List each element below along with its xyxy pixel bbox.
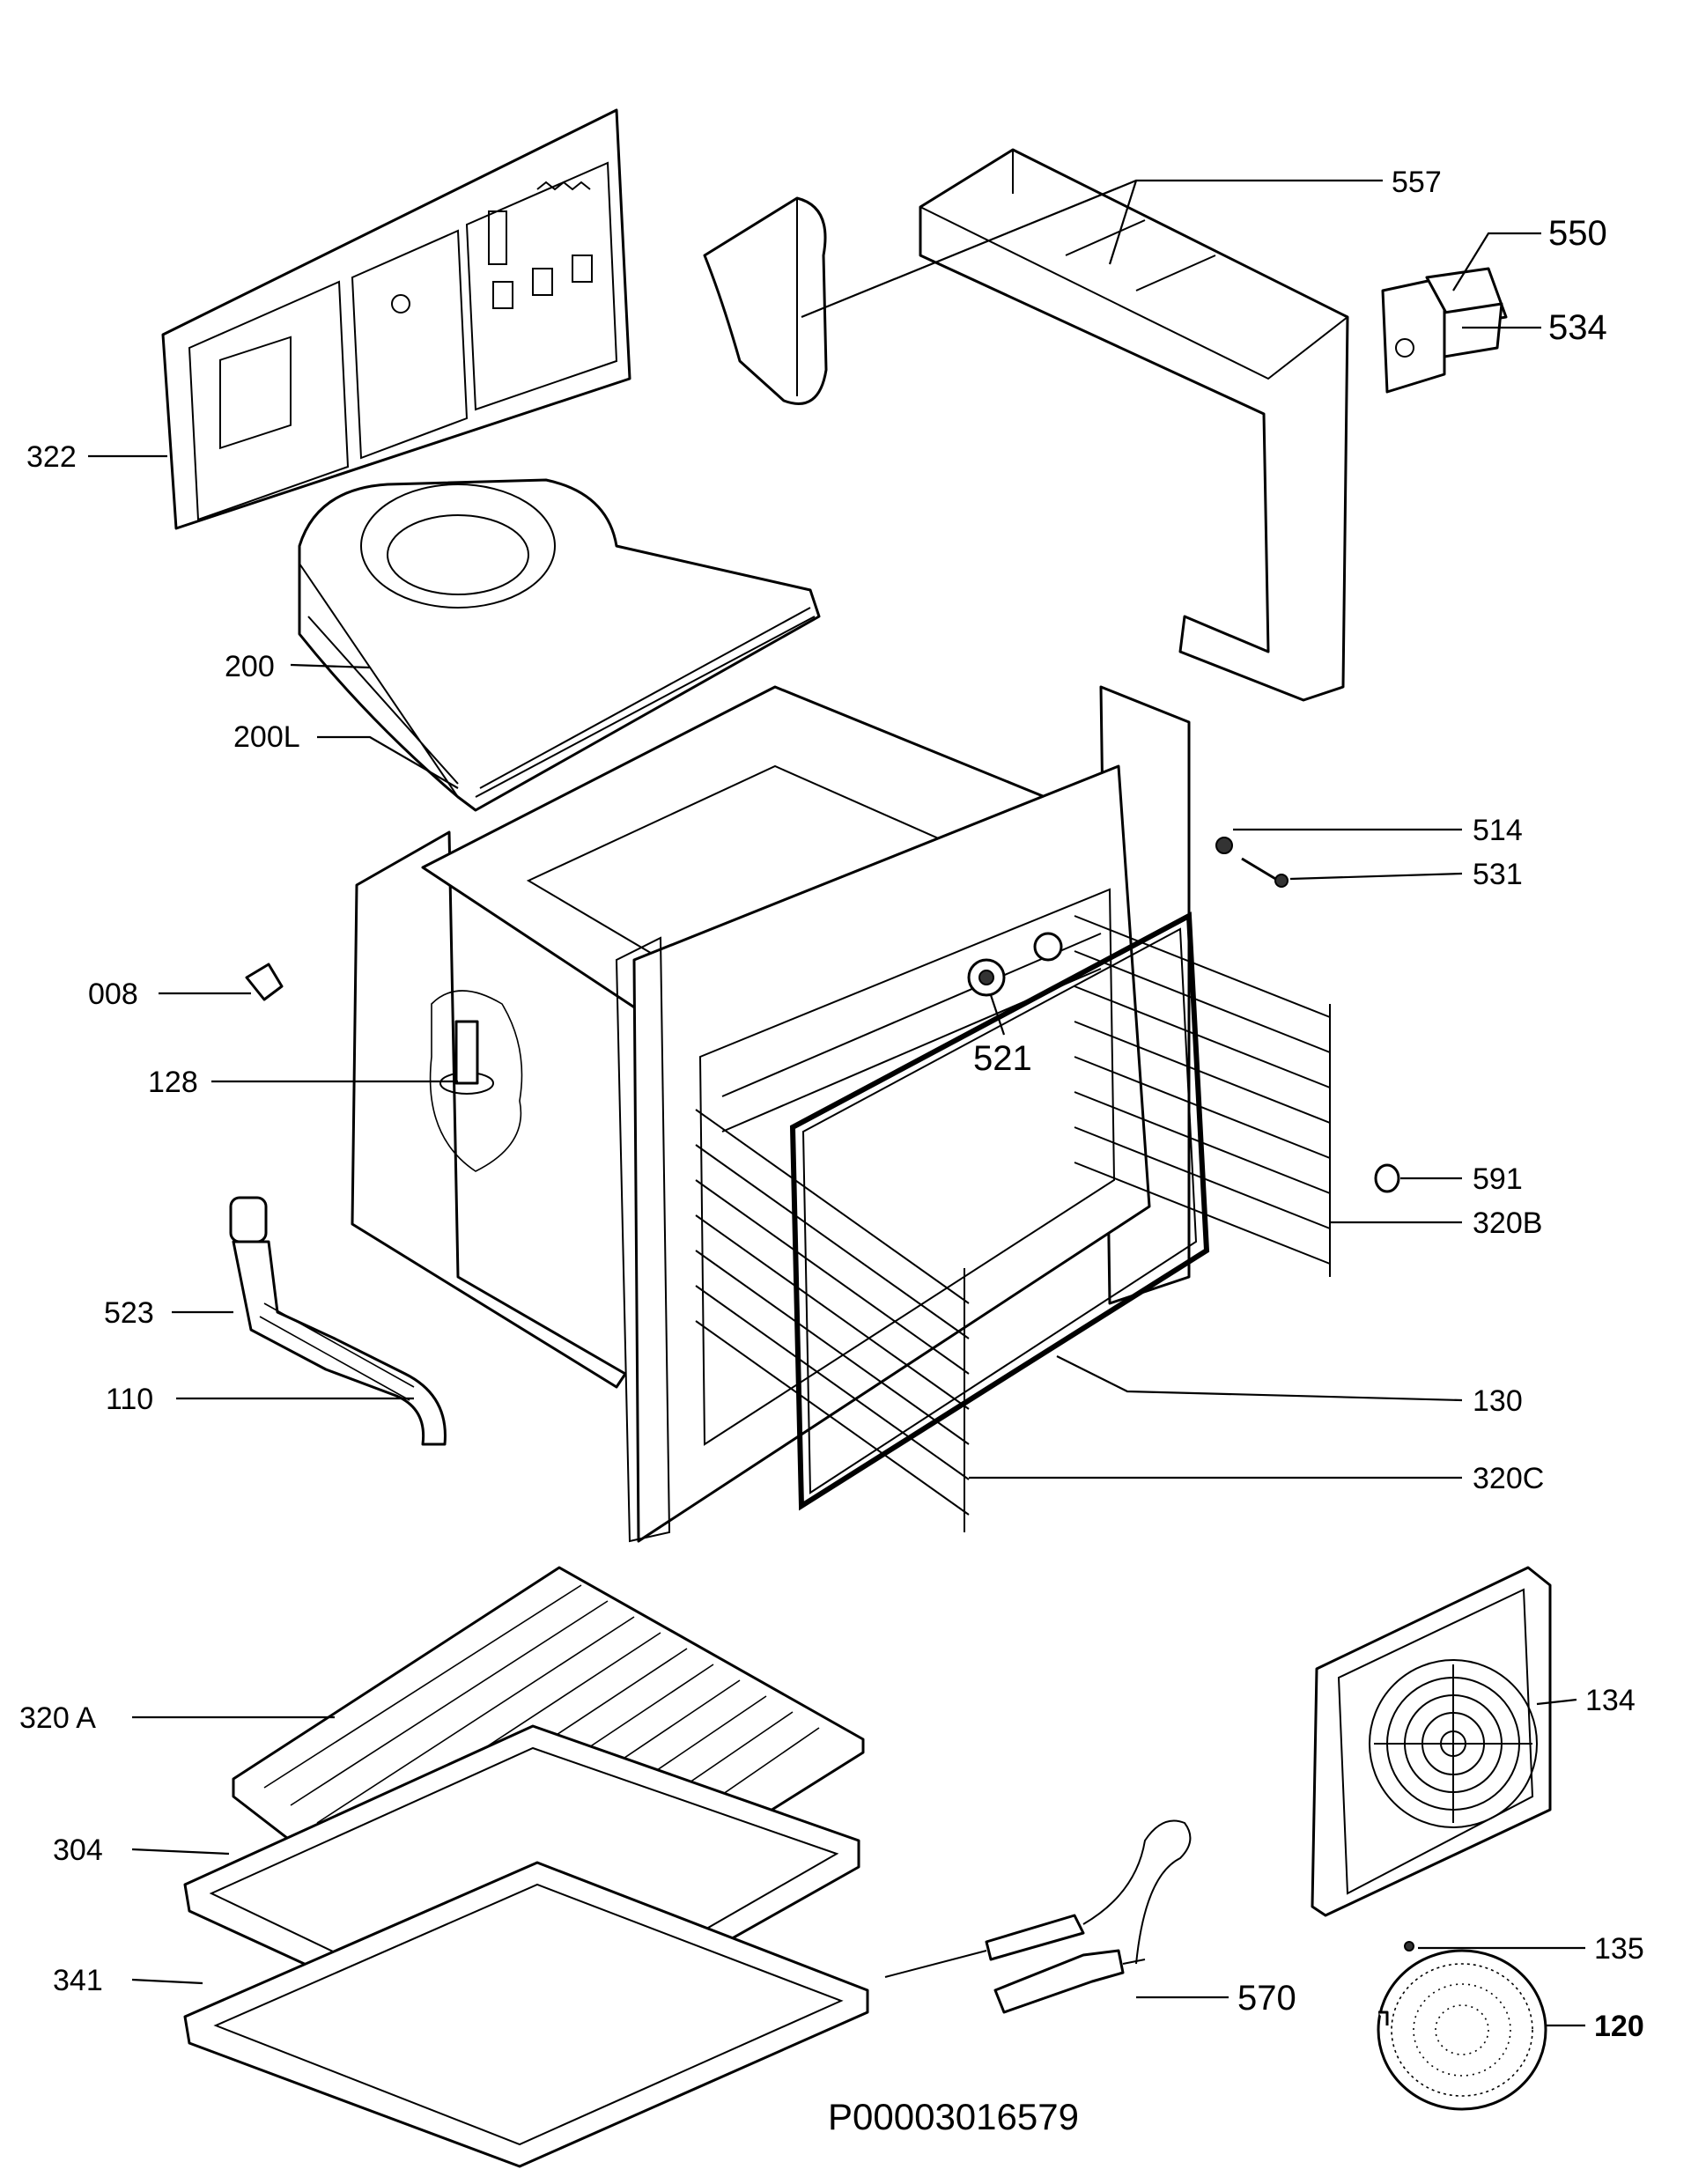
label-591: 591: [1473, 1162, 1523, 1196]
label-550: 550: [1548, 214, 1607, 253]
part-120-grease-filter: [1377, 1949, 1547, 2111]
label-304: 304: [53, 1834, 103, 1867]
label-110: 110: [106, 1383, 153, 1416]
label-134: 134: [1585, 1684, 1636, 1717]
leader-lines: [88, 179, 1585, 2027]
oven-cavity: [351, 685, 1191, 1543]
label-320a: 320 A: [19, 1701, 96, 1735]
label-135: 135: [1594, 1932, 1644, 1966]
part-130-seal: [789, 911, 1210, 1511]
label-514: 514: [1473, 814, 1523, 847]
part-134-fan-cover: [1311, 1566, 1552, 1917]
part-523-110-hose: [229, 1196, 447, 1446]
label-531: 531: [1473, 858, 1523, 891]
label-534: 534: [1548, 308, 1607, 347]
label-200l: 200L: [233, 720, 300, 754]
label-120: 120: [1594, 2010, 1644, 2043]
label-570: 570: [1237, 1979, 1296, 2018]
part-008: [245, 963, 284, 1001]
part-320c-shelf-rack: [695, 1109, 970, 1532]
part-341-seal: [183, 1861, 869, 2168]
part-320b-shelf-rack: [1074, 915, 1400, 1277]
part-550-534-bracket: [1381, 267, 1508, 394]
label-320c: 320C: [1473, 1462, 1544, 1495]
part-514-531-screws: [1215, 837, 1289, 888]
label-130: 130: [1473, 1384, 1523, 1418]
label-008: 008: [88, 978, 138, 1011]
part-570-meat-probe: [884, 1819, 1192, 2014]
label-341: 341: [53, 1964, 103, 1997]
diagram-reference-number: P00003016579: [828, 2096, 1079, 2137]
label-200: 200: [225, 650, 275, 683]
part-557-insulation: [703, 148, 1349, 702]
label-128: 128: [148, 1066, 198, 1099]
label-523: 523: [104, 1296, 154, 1330]
part-200-fan-housing: [298, 478, 821, 812]
label-557: 557: [1392, 166, 1442, 199]
label-322: 322: [26, 440, 77, 474]
part-521: [967, 932, 1063, 997]
part-322-control-panel: [161, 108, 631, 530]
label-521: 521: [973, 1039, 1032, 1078]
part-135-screw: [1404, 1941, 1414, 1952]
label-320b: 320B: [1473, 1206, 1542, 1240]
